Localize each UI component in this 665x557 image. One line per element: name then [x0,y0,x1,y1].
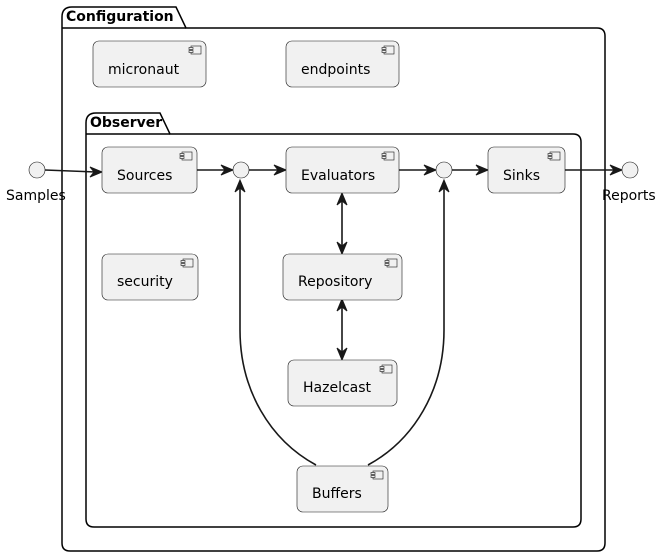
component-sinks-label: Sinks [503,168,540,184]
junction-right [435,161,453,179]
uml-component-icon [370,470,384,480]
component-evaluators-label: Evaluators [301,168,375,184]
interface-reports[interactable]: Reports [602,161,656,204]
component-micronaut-label: micronaut [108,62,180,78]
junction-left [232,161,250,179]
uml-component-icon [180,258,194,268]
component-sinks[interactable]: Sinks [487,146,566,194]
uml-component-icon [547,151,561,161]
component-sources-label: Sources [117,168,172,184]
component-security-label: security [117,274,173,290]
component-sources[interactable]: Sources [101,146,198,194]
component-hazelcast-label: Hazelcast [303,380,372,396]
connectors [44,164,624,466]
component-endpoints-label: endpoints [301,62,370,78]
interface-samples[interactable]: Samples [6,161,66,204]
uml-component-icon [379,364,393,374]
package-observer: Observer [85,112,582,528]
component-hazelcast[interactable]: Hazelcast [287,359,398,407]
edge-samples-sources [44,169,97,173]
edge-buffers-junction1 [239,186,317,466]
uml-component-icon [188,45,202,55]
interface-samples-label: Samples [6,188,66,204]
component-evaluators[interactable]: Evaluators [285,146,400,194]
uml-component-icon [179,151,193,161]
component-buffers-label: Buffers [312,486,362,502]
uml-component-icon [381,151,395,161]
interface-reports-label: Reports [602,188,656,204]
component-repository-label: Repository [298,274,372,290]
package-configuration-title: Configuration [66,9,174,25]
component-buffers[interactable]: Buffers [296,465,389,513]
uml-component-icon [381,45,395,55]
uml-component-icon [384,258,398,268]
component-security[interactable]: security [101,253,199,301]
package-observer-frame [85,112,582,528]
component-micronaut[interactable]: micronaut [92,40,207,88]
package-observer-title: Observer [90,115,162,131]
edge-buffers-junction2 [367,186,445,466]
component-repository[interactable]: Repository [282,253,403,301]
component-endpoints[interactable]: endpoints [285,40,400,88]
